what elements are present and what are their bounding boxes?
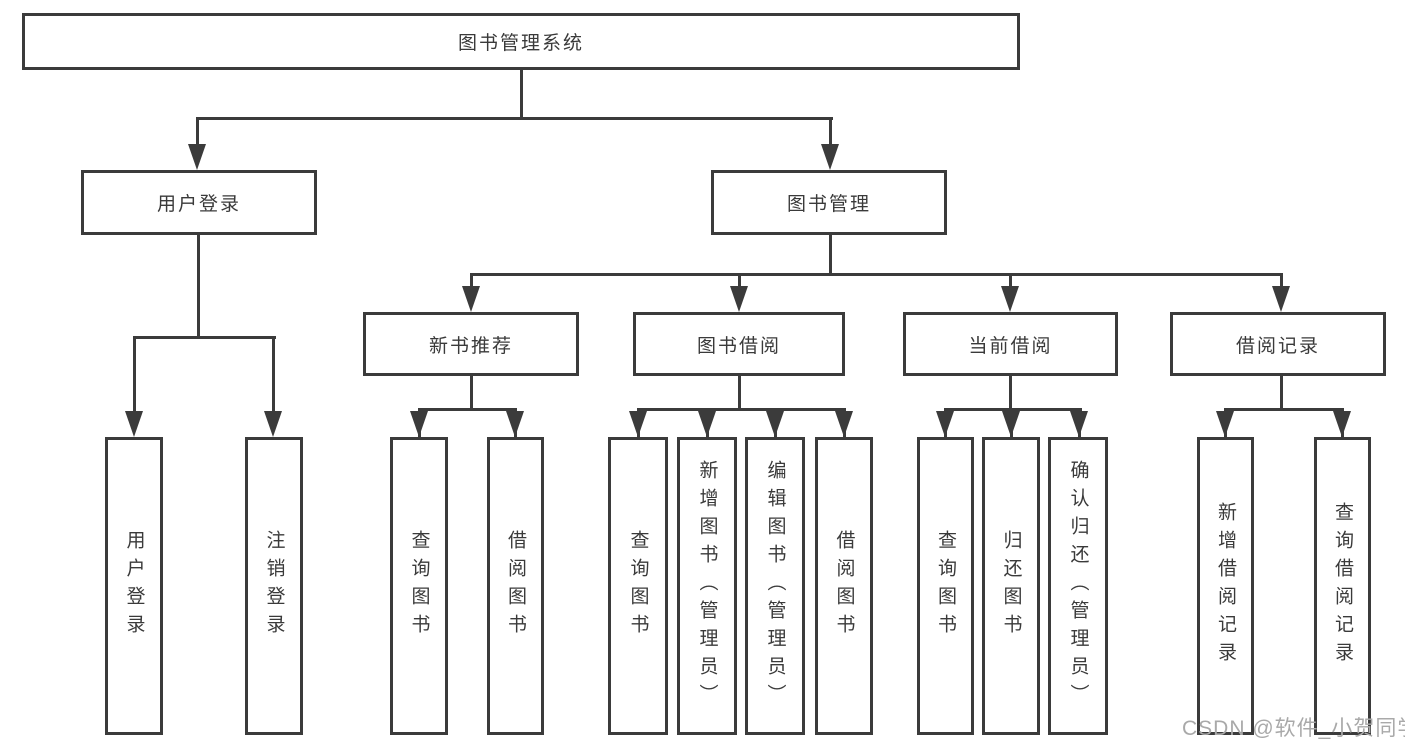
arrow-down-g1c1-icon (698, 411, 716, 437)
node-new-book-recommend: 新书推荐 (363, 312, 579, 376)
node-new-book-recommend-label: 新书推荐 (428, 335, 513, 357)
arrow-down-g2c1-icon (1002, 411, 1020, 437)
connector-g0-branch (418, 408, 517, 411)
arrow-down-group1-icon (730, 286, 748, 312)
node-book-management: 图书管理 (711, 170, 947, 235)
arrow-down-g3c1-icon (1333, 411, 1351, 437)
node-user-login-label: 用户登录 (156, 194, 241, 215)
leaf-current-return-books: 归还图书 (982, 437, 1040, 735)
leaf-current-query-books: 查询图书 (917, 437, 974, 735)
node-borrowing-records: 借阅记录 (1170, 312, 1386, 376)
connector-mgmt-shaft (829, 117, 832, 147)
arrow-down-group2-icon (1001, 286, 1019, 312)
connector-g1-branch (637, 408, 846, 411)
arrow-down-group0-icon (462, 286, 480, 312)
arrow-down-g2c0-icon (936, 411, 954, 437)
node-book-management-label: 图书管理 (786, 194, 871, 215)
node-user-login: 用户登录 (81, 170, 317, 235)
connector-g0-vertical (470, 376, 473, 411)
leaf-borrowing-query-books: 查询图书 (608, 437, 668, 735)
leaf-borrowing-borrow-books: 借阅图书 (815, 437, 873, 735)
node-current-borrowing: 当前借阅 (903, 312, 1118, 376)
connector-login-shaft (196, 117, 199, 147)
leaf-borrowing-add-books-admin: 新增图书（管理员） (677, 437, 737, 735)
csdn-watermark: CSDN @软件_小贺同学 (1182, 717, 1405, 740)
node-book-borrowing: 图书借阅 (633, 312, 845, 376)
leaf-current-query-books-label: 查询图书 (935, 530, 956, 642)
leaf-recommend-query-books-label: 查询图书 (408, 530, 430, 642)
leaf-records-query-record: 查询借阅记录 (1314, 437, 1371, 735)
connector-level2-horizontal (196, 117, 833, 120)
connector-g2-branch (944, 408, 1082, 411)
connector-group1-shaft (738, 273, 741, 289)
leaf-borrowing-edit-books-admin: 编辑图书（管理员） (745, 437, 805, 735)
arrow-down-leaf-login-icon (125, 411, 143, 437)
connector-group0-shaft (470, 273, 473, 289)
connector-mgmt-vertical (829, 235, 832, 276)
node-current-borrowing-label: 当前借阅 (968, 335, 1053, 357)
connector-leaf-logout-shaft (272, 336, 275, 413)
connector-group3-shaft (1280, 273, 1283, 289)
arrow-down-g1c0-icon (629, 411, 647, 437)
arrow-down-g0c0-icon (410, 411, 428, 437)
connector-g3-branch (1224, 408, 1344, 411)
connector-g2-vertical (1009, 376, 1012, 411)
leaf-current-return-books-label: 归还图书 (1000, 530, 1022, 642)
leaf-recommend-borrow-books: 借阅图书 (487, 437, 544, 735)
node-borrowing-records-label: 借阅记录 (1235, 335, 1320, 357)
arrow-down-login-icon (188, 144, 206, 170)
node-library-system-label: 图书管理系统 (457, 33, 584, 54)
arrow-down-leaf-logout-icon (264, 411, 282, 437)
leaf-user-login: 用户登录 (105, 437, 163, 735)
arrow-down-g2c2-icon (1070, 411, 1088, 437)
arrow-down-mgmt-icon (821, 144, 839, 170)
connector-level3-horizontal (470, 273, 1283, 276)
connector-login-vertical (197, 235, 200, 336)
leaf-recommend-borrow-books-label: 借阅图书 (505, 530, 526, 642)
leaf-recommend-query-books: 查询图书 (390, 437, 448, 735)
connector-leaf-login-shaft (133, 336, 136, 413)
leaf-borrowing-add-books-admin-label: 新增图书（管理员） (696, 460, 718, 712)
connector-g3-vertical (1280, 376, 1283, 411)
leaf-records-query-record-label: 查询借阅记录 (1332, 502, 1353, 670)
arrow-down-g3c0-icon (1216, 411, 1234, 437)
leaf-current-confirm-return-admin-label: 确认归还（管理员） (1067, 460, 1089, 712)
connector-root-vertical (520, 70, 523, 117)
node-book-borrowing-label: 图书借阅 (696, 335, 781, 357)
arrow-down-g0c1-icon (506, 411, 524, 437)
connector-group2-shaft (1009, 273, 1012, 289)
leaf-borrowing-query-books-label: 查询图书 (627, 530, 649, 642)
leaf-current-confirm-return-admin: 确认归还（管理员） (1048, 437, 1108, 735)
arrow-down-g1c2-icon (766, 411, 784, 437)
leaf-logout: 注销登录 (245, 437, 303, 735)
connector-login-branch (133, 336, 276, 339)
leaf-borrowing-borrow-books-label: 借阅图书 (833, 530, 855, 642)
node-library-system: 图书管理系统 (22, 13, 1020, 70)
leaf-user-login-label: 用户登录 (123, 530, 145, 642)
arrow-down-group3-icon (1272, 286, 1290, 312)
leaf-records-add-record-label: 新增借阅记录 (1215, 502, 1236, 670)
leaf-records-add-record: 新增借阅记录 (1197, 437, 1254, 735)
leaf-logout-label: 注销登录 (263, 530, 285, 642)
arrow-down-g1c3-icon (835, 411, 853, 437)
connector-g1-vertical (738, 376, 741, 411)
leaf-borrowing-edit-books-admin-label: 编辑图书（管理员） (764, 460, 786, 712)
